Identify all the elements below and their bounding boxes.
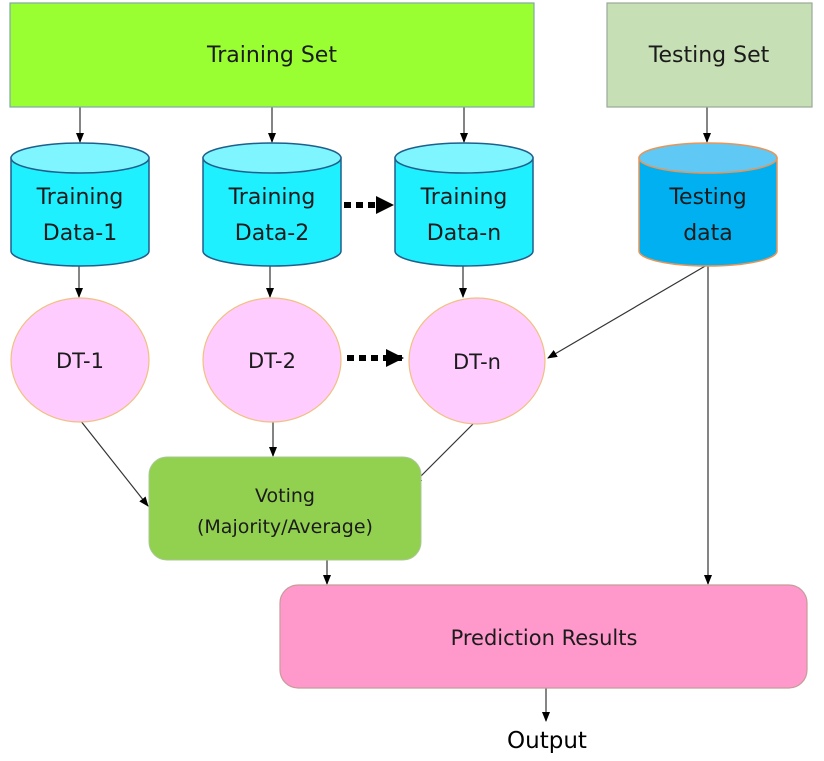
testing-data-cylinder: Testing data [638,142,778,267]
testing-data-line1: Testing [668,185,746,210]
edge-dtn-to-voting [412,420,477,485]
training-data-2-cylinder: Training Data-2 [202,142,342,267]
testing-set-label: Testing Set [648,43,770,68]
training-data-n-cylinder: Training Data-n [394,142,534,267]
training-set-node: Training Set [9,2,535,108]
dt-2-label: DT-2 [248,349,296,373]
voting-line2: (Majority/Average) [197,516,373,538]
cylinder-body [202,157,342,267]
dt-n-node: DT-n [408,297,546,425]
voting-node: Voting (Majority/Average) [148,456,422,561]
training-data-1-cylinder: Training Data-1 [10,142,150,267]
cylinder-body [638,157,778,267]
training-data-n-line2: Data-n [427,221,501,246]
cylinder-body [10,157,150,267]
prediction-results-box [279,584,808,689]
dt-n-label: DT-n [453,350,501,374]
dt-2-node: DT-2 [202,297,342,423]
prediction-node: Prediction Results [279,584,808,689]
voting-box [148,456,422,561]
edges [75,107,712,722]
dt-n-circle [408,297,546,425]
edge-testingdata-to-dtn [547,264,708,359]
dt-1-circle [10,297,150,423]
voting-line1: Voting [255,485,315,507]
cylinder-top [638,142,778,174]
testing-data-line2: data [683,221,733,246]
testing-set-node: Testing Set [606,2,813,108]
training-data-2-line1: Training [228,185,316,210]
dt-1-label: DT-1 [56,349,104,373]
cylinder-top [394,142,534,174]
training-set-box [9,2,535,108]
cylinder-top [202,142,342,174]
training-set-label: Training Set [206,43,337,68]
prediction-results-label: Prediction Results [451,626,638,650]
cylinder-body [394,157,534,267]
training-data-2-line2: Data-2 [235,221,309,246]
training-data-1-line1: Training [36,185,124,210]
dt-1-node: DT-1 [10,297,150,423]
testing-set-box [606,2,813,108]
cylinder-top [10,142,150,174]
training-data-n-line1: Training [420,185,508,210]
dt-2-circle [202,297,342,423]
training-data-1-line2: Data-1 [43,221,117,246]
edge-dt1-to-voting [79,419,149,507]
output-label: Output [507,728,587,754]
